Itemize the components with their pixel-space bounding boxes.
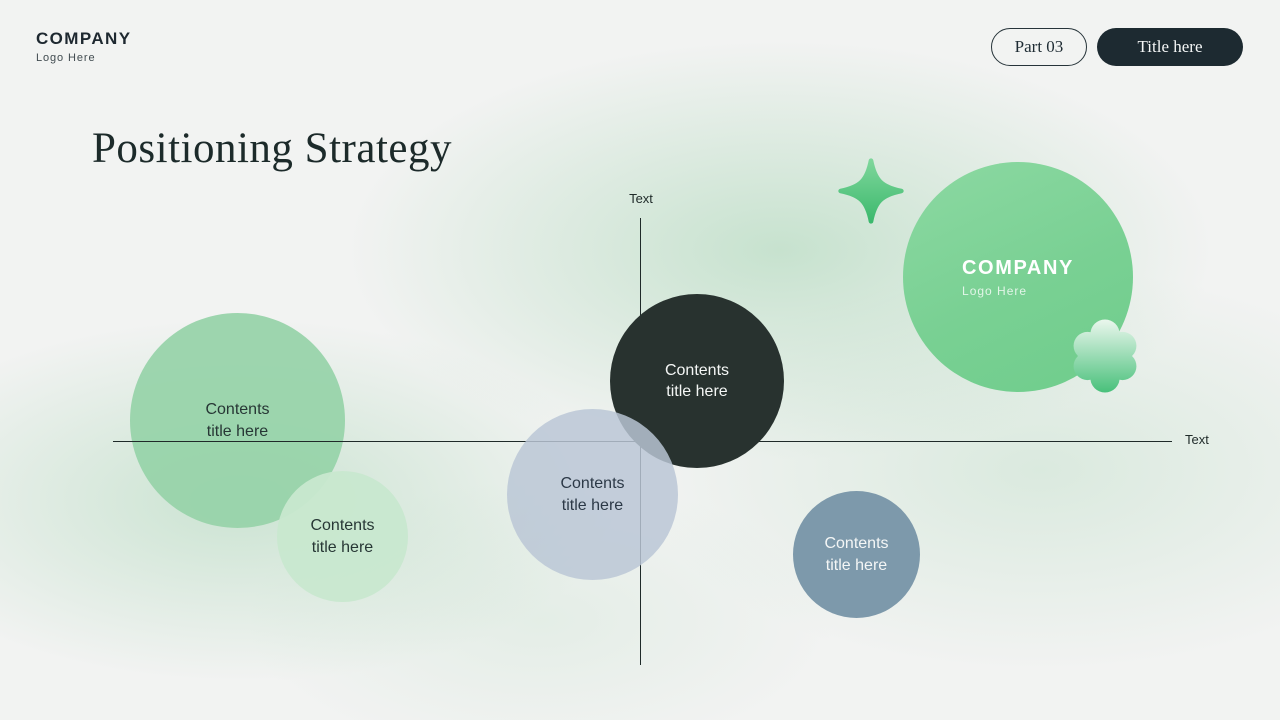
bubble-green-small: Contents title here [277,471,408,602]
brand-circle-logo: COMPANY Logo Here [962,257,1074,298]
bubble-label: Contents title here [310,517,375,556]
x-axis-label: Text [1185,432,1209,447]
bubble-label: Contents title here [664,361,730,400]
logo-tagline-text: Logo Here [36,52,96,64]
sparkle-icon [838,158,904,224]
title-badge: Title here [1097,28,1243,66]
page-title: Positioning Strategy [92,125,452,172]
logo-company-text: COMPANY [36,29,132,48]
brand-company-text: COMPANY [962,256,1074,279]
bubble-label: Contents title here [205,401,270,440]
bubble-steel-blue: Contents title here [793,491,920,618]
part-badge: Part 03 [991,28,1087,66]
company-logo: COMPANY Logo Here [36,29,131,64]
flower-icon [1073,319,1137,393]
bubble-glass-gray: Contents title here [507,409,678,580]
bubble-label: Contents title here [560,475,625,514]
y-axis-label: Text [629,191,653,206]
brand-tagline-text: Logo Here [962,283,1028,298]
bubble-dark: Contents title here [610,294,784,468]
bubble-label: Contents title here [824,535,889,574]
title-badge-label: Title here [1137,37,1203,56]
part-badge-label: Part 03 [1014,37,1064,56]
